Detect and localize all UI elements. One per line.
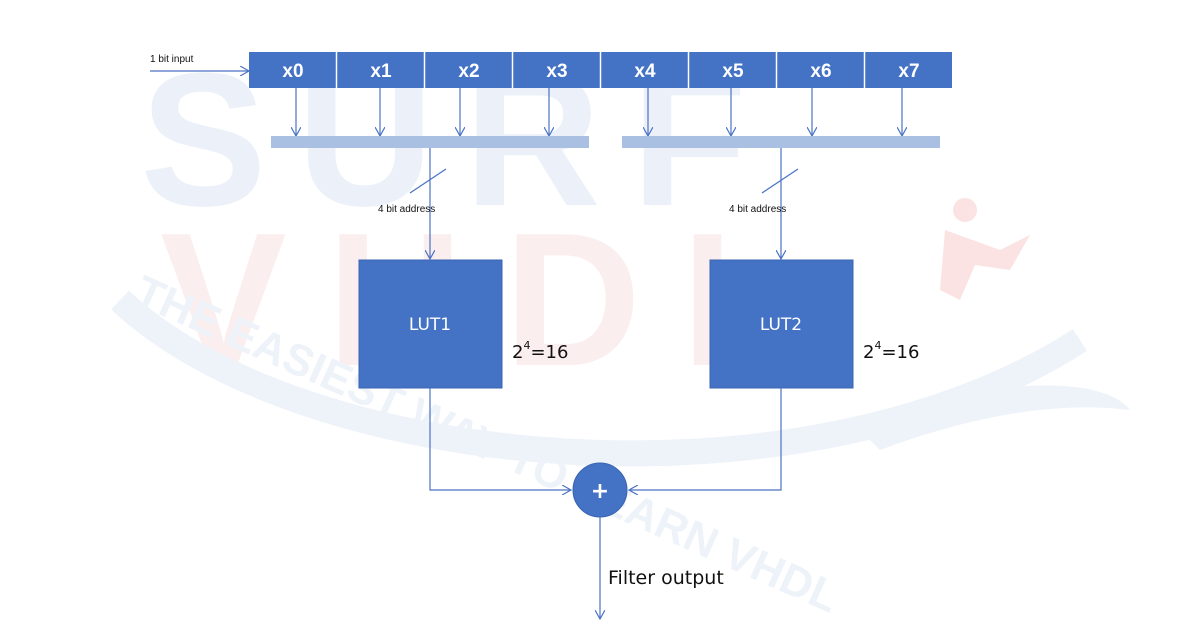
tap-arrows [296, 88, 902, 135]
register-cell-x6: x6 [775, 52, 864, 88]
bus-slash-left [409, 168, 447, 194]
watermark-wave [860, 385, 1130, 450]
register-cell-label: x3 [546, 61, 567, 82]
address-bus-left [271, 136, 589, 148]
address-label-left: 4 bit address [378, 204, 435, 215]
register-cell-label: x4 [634, 61, 656, 82]
register-cell-label: x5 [722, 61, 744, 82]
lut1-block: LUT1 [358, 259, 503, 389]
adder-node: + [572, 462, 628, 518]
register-cell-label: x6 [810, 61, 831, 82]
lut2-size-base: 2 [863, 342, 874, 363]
address-bus-right [622, 136, 940, 148]
output-label: Filter output [608, 567, 724, 589]
lut2-label: LUT2 [760, 315, 802, 335]
watermark: SURF VHDL THE EASIEST WAY TO LEARN VHDL [111, 34, 1130, 622]
register-cell-x2: x2 [423, 52, 512, 88]
register-cell-label: x7 [898, 61, 919, 82]
register-cell-label: x0 [282, 61, 303, 82]
shift-register: x0 x1 x2 x3 x4 x5 x6 x7 [249, 52, 952, 88]
register-cell-x0: x0 [249, 52, 336, 88]
address-label-right: 4 bit address [729, 204, 786, 215]
register-cell-label: x2 [458, 61, 479, 82]
lut1-size-exp: 4 [523, 339, 530, 352]
bus-slash-right [761, 168, 799, 194]
register-cell-x4: x4 [599, 52, 688, 88]
lut1-label: LUT1 [409, 315, 451, 335]
register-cell-x1: x1 [335, 52, 424, 88]
lut2-size-exp: 4 [874, 339, 881, 352]
lut1-size-rest: =16 [530, 342, 568, 363]
lut1-output-wire [429, 388, 570, 490]
register-cell-x7: x7 [863, 52, 952, 88]
lut1-size-base: 2 [512, 342, 523, 363]
lut2-output-wire [630, 388, 782, 490]
lut2-block: LUT2 [709, 259, 854, 389]
adder-symbol: + [591, 479, 609, 504]
register-cell-x3: x3 [511, 52, 600, 88]
input-label: 1 bit input [150, 54, 194, 65]
lut2-size-rest: =16 [881, 342, 919, 363]
lut1-size: 24=16 [512, 339, 568, 363]
lut2-size: 24=16 [863, 339, 919, 363]
register-cell-label: x1 [370, 61, 392, 82]
surfer-icon [940, 198, 1030, 300]
register-cell-x5: x5 [687, 52, 776, 88]
